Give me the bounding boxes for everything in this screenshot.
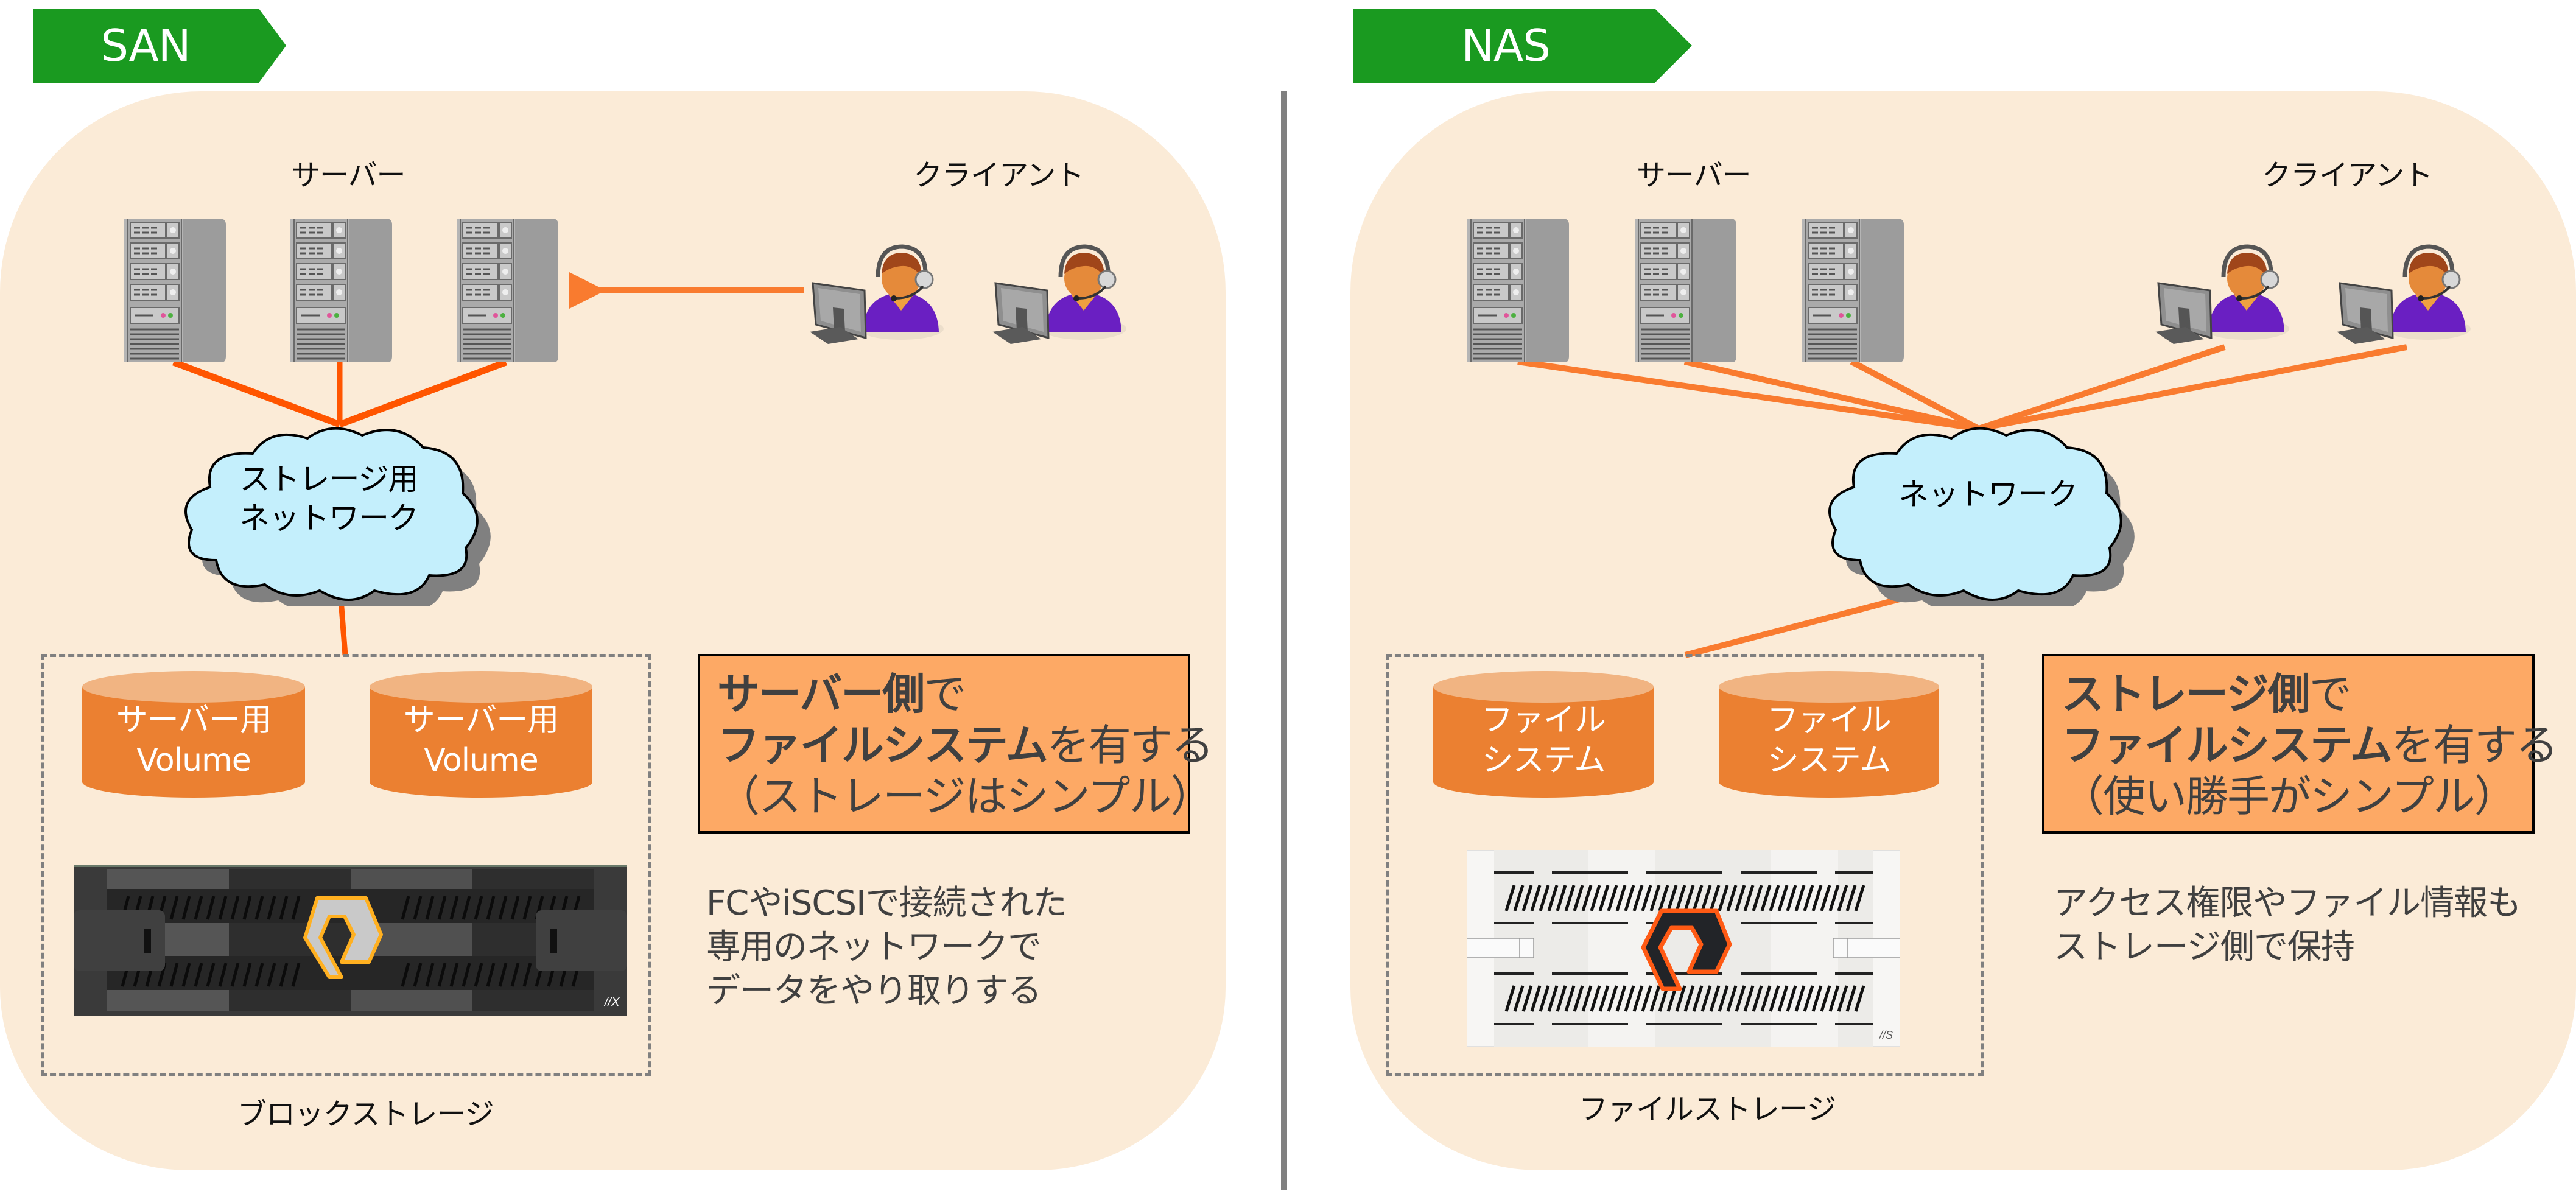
- nas-link-server-2: [1683, 359, 1980, 432]
- info-emphasis: ファイルシステム: [2062, 720, 2393, 770]
- volume-label: サーバー用 Volume: [403, 702, 559, 779]
- nas-link-client-2: [1978, 344, 2407, 432]
- nas-link-server-3: [1850, 359, 1981, 432]
- info-emphasis: サーバー側: [717, 669, 925, 719]
- client-user-icon: [2155, 241, 2295, 344]
- filesystem-label: ファイル システム: [1766, 702, 1892, 779]
- server-icon: [1635, 219, 1736, 362]
- client-user-icon: [992, 241, 1132, 344]
- file-storage-label: ファイルストレージ: [1579, 1092, 1836, 1126]
- volume-label: サーバー用 Volume: [116, 702, 272, 779]
- nas-clients-label: クライアント: [2262, 158, 2433, 192]
- volume-cylinder: サーバー用 Volume: [370, 671, 592, 798]
- nas-link-client-1: [1978, 344, 2226, 432]
- volume-cylinder: サーバー用 Volume: [82, 671, 305, 798]
- san-servers-label: サーバー: [291, 158, 406, 192]
- nas-description: アクセス権限やファイル情報も ストレージ側で保持: [2054, 883, 2521, 967]
- san-link-server-3: [339, 359, 507, 428]
- san-description: FCやiSCSIで接続された 専用のネットワークで データをやり取りする: [706, 883, 1067, 1011]
- cylinder-shape: [1719, 671, 1939, 798]
- san-clients-label: クライアント: [913, 158, 1084, 192]
- nas-info-box: ストレージ側で ファイルシステムを有する （使い勝手がシンプル）: [2042, 654, 2558, 834]
- san-link-server-1: [172, 359, 341, 428]
- tag-arrow-shape: [33, 9, 286, 83]
- san-link-storage: [338, 599, 348, 656]
- file-storage-group: [1386, 654, 1984, 1076]
- nas-tag-label: NAS: [1461, 20, 1551, 71]
- san-info-box: サーバー側で ファイルシステムを有する （ストレージはシンプル）: [698, 654, 1214, 834]
- cylinder-shape: [370, 671, 592, 798]
- block-storage-group: [41, 654, 651, 1076]
- info-emphasis: ストレージ側: [2062, 669, 2311, 719]
- nas-cloud-label: ネットワーク: [1898, 477, 2078, 512]
- server-icon: [457, 219, 558, 362]
- nas-servers-label: サーバー: [1637, 158, 1752, 192]
- server-icon: [290, 219, 392, 362]
- san-tag: SAN: [33, 9, 286, 83]
- server-icon: [1467, 219, 1569, 362]
- filesystem-cylinder: ファイル システム: [1719, 671, 1939, 798]
- cylinder-shape: [82, 671, 305, 798]
- san-tag-label: SAN: [100, 20, 191, 71]
- device-model-badge: //S: [1878, 1029, 1893, 1041]
- nas-link-server-1: [1517, 359, 1979, 432]
- filesystem-label: ファイル システム: [1481, 702, 1606, 779]
- server-icon: [124, 219, 226, 362]
- client-user-icon: [810, 241, 950, 344]
- file-storage-array-image: //S: [1467, 850, 1900, 1047]
- block-storage-label: ブロックストレージ: [237, 1097, 494, 1131]
- tag-arrow-shape: [1353, 9, 1692, 83]
- server-icon: [1802, 219, 1904, 362]
- cylinder-shape: [1433, 671, 1654, 798]
- san-cloud-label: ストレージ用 ネットワーク: [239, 462, 419, 536]
- section-divider: [1281, 91, 1287, 1190]
- nas-tag: NAS: [1353, 9, 1692, 83]
- device-model-badge: //X: [603, 996, 620, 1009]
- filesystem-cylinder: ファイル システム: [1433, 671, 1654, 798]
- block-storage-array-image: //X: [74, 865, 627, 1016]
- info-emphasis: ファイルシステム: [717, 720, 1048, 770]
- client-user-icon: [2337, 241, 2477, 344]
